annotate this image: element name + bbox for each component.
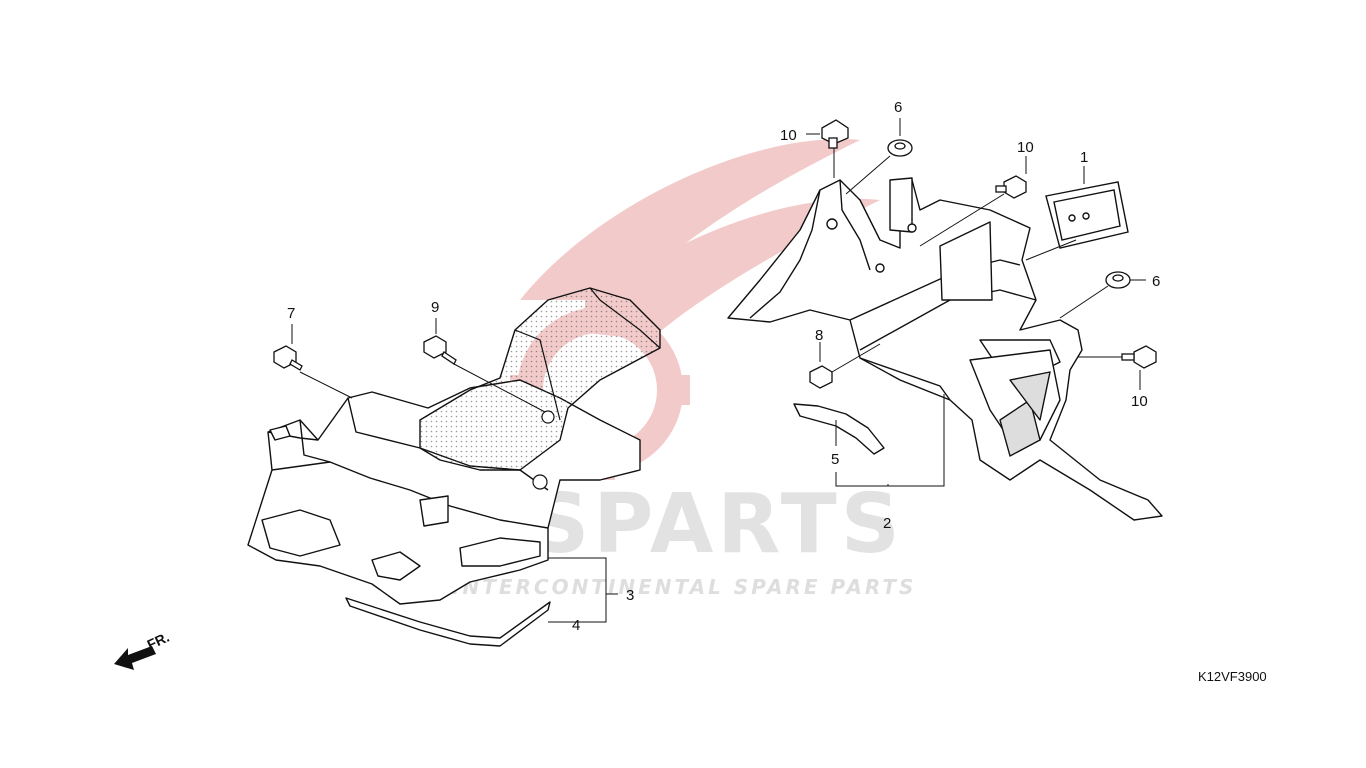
callout-4: 4 — [572, 617, 580, 634]
reflector-part-1 — [1045, 181, 1129, 249]
callout-6b: 6 — [1152, 273, 1160, 290]
callout-5: 5 — [831, 451, 839, 468]
front-direction-indicator: FR. — [114, 629, 172, 670]
bolt-part-7 — [273, 345, 303, 371]
grommet-part-6-right — [1105, 271, 1131, 289]
callout-9: 9 — [431, 299, 439, 316]
bolt-part-9 — [423, 335, 457, 365]
rear-fender-part-2 — [727, 177, 1163, 521]
grommet-part-6-top — [887, 139, 913, 157]
diagram-code: K12VF3900 — [1198, 669, 1267, 684]
leader-lines — [291, 118, 1146, 623]
front-label: FR. — [145, 629, 172, 653]
nut-part-8 — [809, 365, 833, 389]
callout-10a: 10 — [780, 127, 797, 144]
callout-10b: 10 — [1017, 139, 1034, 156]
seal-strip-part-4 — [345, 597, 551, 647]
bolt-part-10-low — [1121, 345, 1157, 369]
front-arrow-icon — [114, 646, 156, 670]
callout-3: 3 — [626, 587, 634, 604]
callout-8: 8 — [815, 327, 823, 344]
inner-fender-upper — [419, 287, 661, 490]
bolt-part-10-top — [821, 119, 849, 149]
bolt-part-10-mid — [995, 175, 1027, 199]
seal-strip-part-5 — [793, 403, 885, 455]
callout-7: 7 — [287, 305, 295, 322]
callout-6a: 6 — [894, 99, 902, 116]
watermark-tagline: INTERCONTINENTAL SPARE PARTS — [452, 575, 916, 599]
callout-2: 2 — [883, 515, 891, 532]
callout-labels: 10 6 10 1 6 8 10 5 2 7 9 3 4 — [287, 99, 1160, 634]
callout-1: 1 — [1080, 149, 1088, 166]
callout-10c: 10 — [1131, 393, 1148, 410]
